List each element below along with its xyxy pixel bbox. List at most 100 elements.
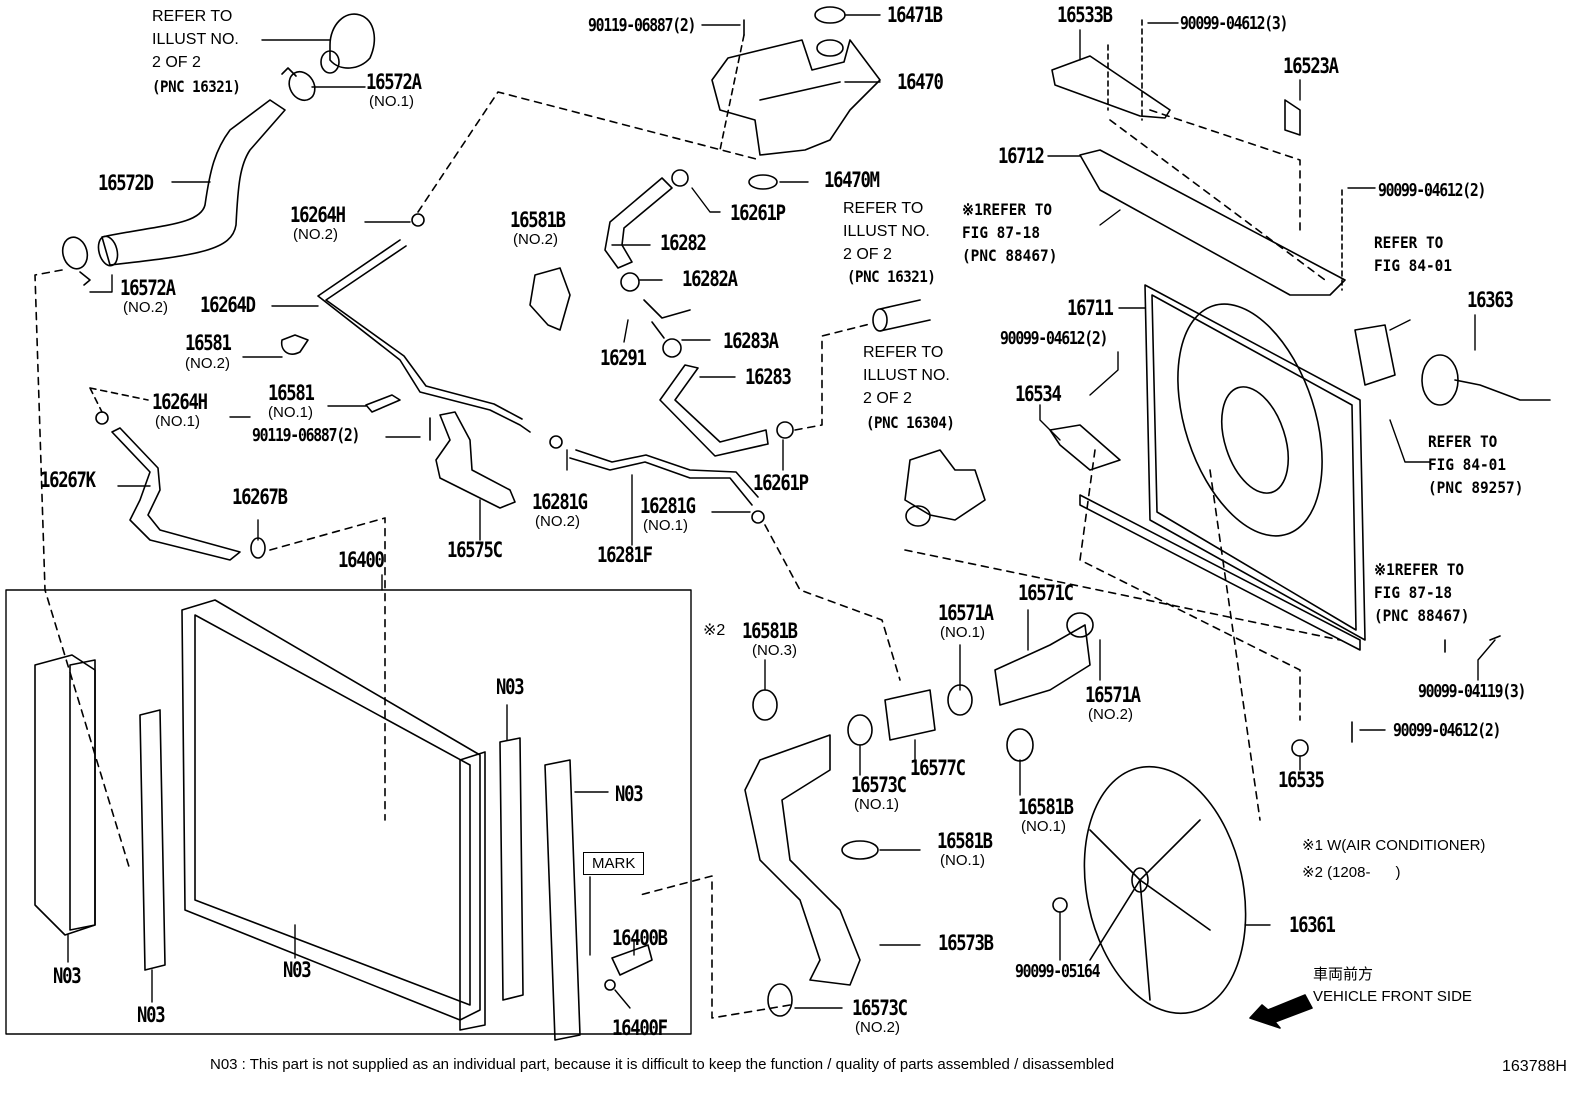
clamp-16581b-no3[interactable]	[752, 689, 778, 721]
clip-16581-no2[interactable]	[280, 334, 309, 355]
clamp-16267b[interactable]	[250, 537, 266, 559]
part-label-16363[interactable]: 16363	[1467, 288, 1514, 312]
part-label-16572d[interactable]: 16572D	[98, 171, 154, 195]
joint-16291[interactable]	[643, 299, 691, 339]
fan-shroud-top-16712[interactable]	[1079, 149, 1346, 296]
clip-16264h-no2[interactable]	[411, 213, 425, 227]
heater-pipe-16264d[interactable]	[317, 239, 531, 433]
upper-radiator-hose-16572d[interactable]	[95, 99, 286, 268]
drain-cock-16400b[interactable]	[611, 944, 653, 976]
part-label-90099-04612-3[interactable]: 90099-04612(3)	[1180, 13, 1288, 34]
part-label-16571c[interactable]: 16571C	[1018, 581, 1074, 605]
clamp-16573c-no2[interactable]	[767, 983, 793, 1017]
part-label-16291[interactable]: 16291	[600, 346, 647, 370]
clamp-16281g-no1[interactable]	[751, 510, 765, 524]
gasket-left-n03[interactable]	[139, 709, 166, 971]
part-label-16282[interactable]: 16282	[660, 231, 707, 255]
part-label-16711[interactable]: 16711	[1067, 296, 1114, 320]
hose-16267k[interactable]	[111, 427, 241, 561]
bracket-16534[interactable]	[1049, 424, 1121, 471]
bolt-90099-04119[interactable]	[1444, 635, 1501, 653]
part-label-16571a-no1[interactable]: 16571A	[938, 601, 994, 625]
right-tank-n03[interactable]	[544, 759, 581, 1041]
gasket-right-n03[interactable]	[499, 737, 524, 1001]
part-label-16264h-no2[interactable]: 16264H	[290, 203, 346, 227]
part-label-90099-04612-2-mid[interactable]: 90099-04612(2)	[1000, 328, 1108, 349]
clamp-16281g-no2[interactable]	[549, 435, 563, 449]
cooling-fan-16361[interactable]	[1063, 752, 1268, 1029]
clamp-16282a[interactable]	[620, 272, 640, 292]
grommet-16470m[interactable]	[748, 174, 778, 190]
part-label-n03-gasket-left[interactable]: N03	[137, 1003, 166, 1027]
part-label-16400[interactable]: 16400	[338, 548, 385, 572]
clip-16581-no1[interactable]	[365, 394, 401, 413]
fan-motor-16363[interactable]	[1421, 354, 1551, 406]
part-label-16361[interactable]: 16361	[1289, 913, 1336, 937]
part-label-16281g-no1[interactable]: 16281G	[640, 494, 696, 518]
clamp-16572a-no1[interactable]	[281, 67, 320, 105]
part-label-16573b[interactable]: 16573B	[938, 931, 994, 955]
part-label-16575c[interactable]: 16575C	[447, 538, 503, 562]
part-label-16261p-upper[interactable]: 16261P	[730, 201, 786, 225]
clamp-16261p-lower[interactable]	[776, 421, 794, 439]
radiator-core[interactable]	[181, 599, 486, 1031]
clamp-16581b-no1b[interactable]	[841, 840, 879, 860]
part-label-16571a-no2[interactable]: 16571A	[1085, 683, 1141, 707]
clamp-16581b-no2[interactable]	[529, 267, 571, 331]
part-label-90099-04119-3[interactable]: 90099-04119(3)	[1418, 681, 1526, 702]
part-label-n03-gasket-right[interactable]: N03	[496, 675, 525, 699]
part-label-16471b[interactable]: 16471B	[887, 3, 943, 27]
part-label-16581b-no3[interactable]: 16581B	[742, 619, 798, 643]
hose-16283[interactable]	[659, 364, 769, 457]
part-label-90119-06887-lower[interactable]: 90119-06887(2)	[252, 425, 360, 446]
hose-16573b[interactable]	[744, 734, 861, 986]
clamp-16581b-no1a[interactable]	[1006, 728, 1034, 762]
cushion-16523a[interactable]	[1284, 99, 1301, 136]
clamp-16261p-upper[interactable]	[671, 169, 689, 187]
pipe-16577c[interactable]	[884, 689, 936, 741]
part-label-16573c-no2[interactable]: 16573C	[852, 996, 908, 1020]
part-label-16712[interactable]: 16712	[998, 144, 1045, 168]
part-label-16261p-lower[interactable]: 16261P	[753, 471, 809, 495]
clamp-16573c-no1[interactable]	[847, 714, 873, 746]
hose-16571c[interactable]	[994, 624, 1091, 706]
part-label-16264d[interactable]: 16264D	[200, 293, 256, 317]
part-label-16267b[interactable]: 16267B	[232, 485, 288, 509]
cap-16471b[interactable]	[814, 6, 846, 24]
part-label-16282a[interactable]: 16282A	[682, 267, 738, 291]
nut-90099-05164[interactable]	[1052, 897, 1068, 913]
part-label-16283[interactable]: 16283	[745, 365, 792, 389]
part-label-16572a-no2[interactable]: 16572A	[120, 276, 176, 300]
part-label-16283a[interactable]: 16283A	[723, 329, 779, 353]
part-label-90099-05164[interactable]: 90099-05164	[1015, 961, 1100, 982]
part-label-16534[interactable]: 16534	[1015, 382, 1062, 406]
part-label-16581b-no1-b[interactable]: 16581B	[937, 829, 993, 853]
part-label-16581-no2[interactable]: 16581	[185, 331, 232, 355]
part-label-16581b-no1-a[interactable]: 16581B	[1018, 795, 1074, 819]
clip-16264h-no1[interactable]	[95, 411, 109, 425]
part-label-90099-04612-2-top[interactable]: 90099-04612(2)	[1378, 180, 1486, 201]
part-label-16400b[interactable]: 16400B	[612, 926, 668, 950]
part-label-16577c[interactable]: 16577C	[910, 756, 966, 780]
part-label-16573c-no1[interactable]: 16573C	[851, 773, 907, 797]
part-label-16281f[interactable]: 16281F	[597, 543, 653, 567]
part-label-16470[interactable]: 16470	[897, 70, 944, 94]
hose-16281f[interactable]	[569, 449, 759, 506]
part-label-16533b[interactable]: 16533B	[1057, 3, 1113, 27]
part-label-16470m[interactable]: 16470M	[824, 168, 880, 192]
part-label-16535[interactable]: 16535	[1278, 768, 1325, 792]
part-label-n03-core[interactable]: N03	[283, 958, 312, 982]
part-label-16400f[interactable]: 16400F	[612, 1016, 668, 1040]
nut-16535[interactable]	[1291, 739, 1309, 757]
o-ring-16400f[interactable]	[604, 979, 616, 991]
clamp-16571a-no2[interactable]	[1066, 612, 1094, 638]
part-label-16523a[interactable]: 16523A	[1283, 54, 1339, 78]
part-label-16581-no1[interactable]: 16581	[268, 381, 315, 405]
part-label-16264h-no1[interactable]: 16264H	[152, 390, 208, 414]
clamp-16283a[interactable]	[662, 338, 682, 358]
reservoir-tank-16470[interactable]	[711, 39, 881, 156]
part-label-90099-04612-2-lower[interactable]: 90099-04612(2)	[1393, 720, 1501, 741]
bracket-16575c[interactable]	[435, 411, 516, 509]
part-label-90119-06887-top[interactable]: 90119-06887(2)	[588, 15, 696, 36]
bracket-16533b[interactable]	[1051, 55, 1171, 119]
